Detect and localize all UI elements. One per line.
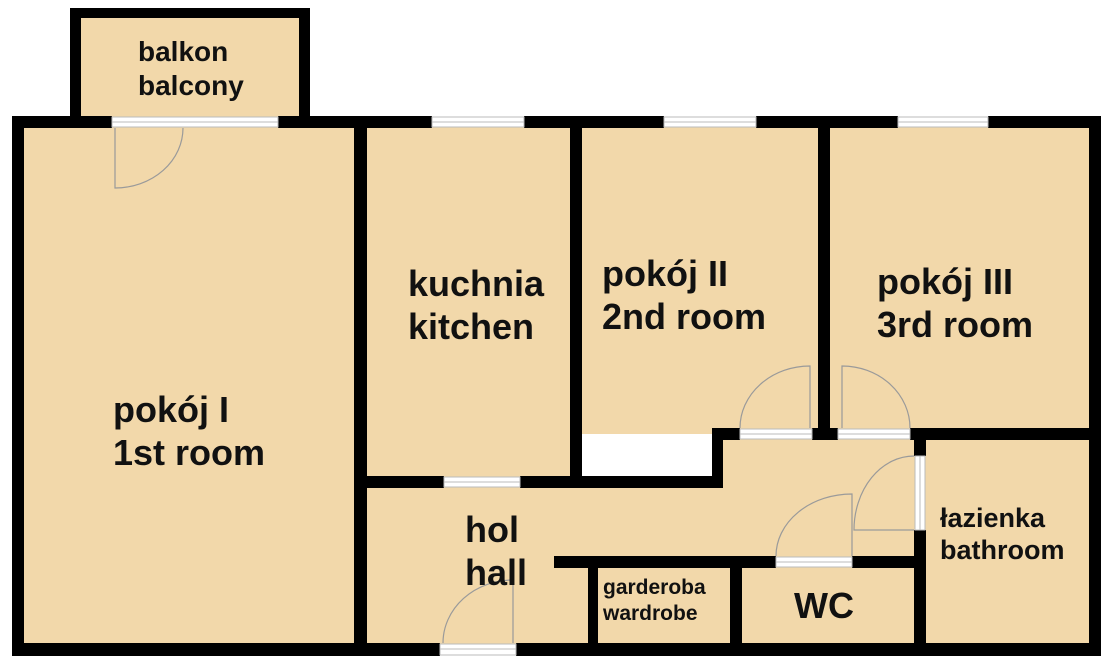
walls [12,8,1101,656]
floor-hall [360,434,920,650]
wall-balcony-right [299,8,310,120]
door-swings [114,127,915,644]
floor-kitchen [360,120,576,482]
door-entrance [442,579,514,644]
wall-right [1089,116,1101,656]
floor-room-1 [18,120,360,650]
wall-room3-bottom [910,428,1101,440]
wall-wardrobe-left [588,556,598,656]
wall-balcony-top [70,8,310,18]
floor-balcony [78,12,306,120]
wall-bottom-2 [516,643,1101,656]
wall-bath-left-2 [914,530,926,656]
wall-bath-left-1 [914,428,926,456]
wall-room2-bottom-2 [812,428,838,440]
wall-kitchen-hall-1 [354,476,444,488]
wall-top-3 [524,116,664,128]
wall-room2-room3-a [818,116,830,438]
wall-top-1 [12,116,112,128]
door-balcony [114,127,184,189]
floor-bathroom [920,434,1096,650]
door-room3 [841,365,911,429]
wall-wc-top-2 [852,556,922,568]
wall-kitchen-hall-2 [520,476,722,488]
window-mullions [112,121,988,650]
wall-kitchen-room2 [570,116,582,488]
wall-bottom-1 [12,643,440,656]
wall-room1-kitchen [354,116,367,656]
door-wc [775,493,853,557]
door-bathroom [853,455,915,531]
wall-top-5 [988,116,1100,128]
floor-wardrobe [594,562,736,650]
floor-areas [18,12,1096,650]
wall-balcony-left [70,8,81,120]
floor-wc [736,562,920,650]
wall-hall-step [712,428,723,488]
wall-wc-top-1 [554,556,776,568]
floor-room-3 [824,120,1096,434]
door-room2 [739,365,811,429]
wall-wardrobe-wc [730,556,742,656]
wall-room2-bottom-1 [712,428,740,440]
floor-room-2 [576,120,824,434]
wall-left [12,116,24,656]
